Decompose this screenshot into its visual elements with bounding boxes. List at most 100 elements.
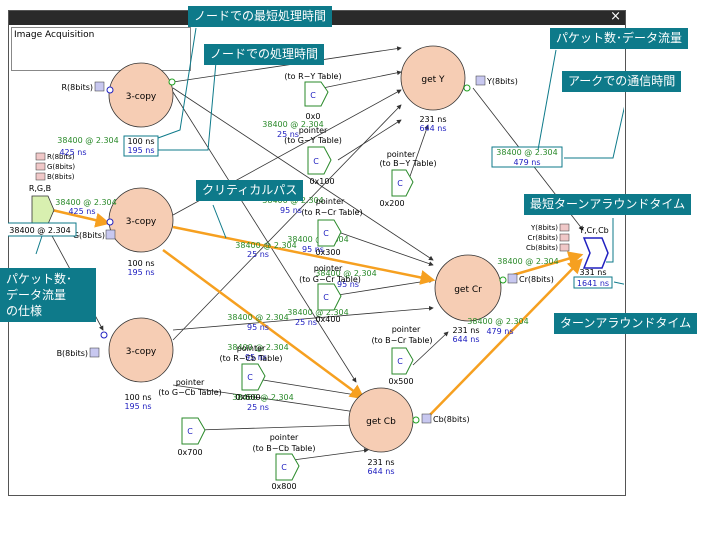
port-square-icon — [35, 152, 46, 161]
input-port-icon — [106, 86, 114, 94]
turnaround-box — [573, 276, 613, 289]
port-square-icon — [507, 273, 518, 284]
arc-time: 25 ns — [247, 403, 269, 412]
callout-turnaround: ターンアラウンドタイム — [554, 313, 698, 334]
source-spec: 38400 @ 2.304 — [9, 226, 70, 235]
const-glyph: C — [397, 357, 403, 366]
node-3copy-2[interactable]: 3-copy — [106, 187, 174, 253]
const-icon — [317, 283, 342, 311]
node-label: 3-copy — [126, 347, 157, 357]
arc-spec: 38400 @ 2.304 — [262, 120, 323, 129]
node-label: get Cb — [366, 417, 396, 427]
output-port-icon — [463, 84, 471, 92]
const-icon — [307, 146, 332, 175]
arc-spec: 38400 @ 2.304 — [496, 148, 557, 157]
arc-time: 95 ns — [247, 323, 269, 332]
node-get-cr[interactable]: get Cr — [434, 254, 507, 322]
const-glyph: C — [323, 229, 329, 238]
port-label: Cb(8bits) — [433, 415, 470, 424]
const-label: (to G−Y Table) — [284, 136, 342, 145]
const-glyph: C — [247, 373, 253, 382]
const-node-c3[interactable]: pointer (to B−Y Table) C 0x200 — [379, 150, 436, 208]
const-icon — [304, 81, 329, 107]
arc-spec: 38400 @ 2.304 — [467, 317, 528, 326]
callout-packet-flow: パケット数･データ流量 — [550, 28, 689, 49]
const-label: pointer — [299, 126, 328, 135]
const-node-c2[interactable]: pointer (to G−Y Table) C 0x100 — [284, 126, 342, 186]
arc-time: 95 ns — [302, 245, 324, 254]
node-3copy-1[interactable]: 3-copy — [106, 62, 176, 128]
sink-node[interactable]: Y(8bits) Cr(8bits) Cb(8bits) Y,Cr,Cb 331… — [497, 223, 613, 289]
const-glyph: C — [323, 293, 329, 302]
const-label: pointer — [237, 344, 266, 353]
node-3copy-3[interactable]: 3-copy — [100, 317, 174, 383]
node-time: 644 ns — [367, 467, 394, 476]
port-square-icon — [559, 233, 570, 242]
node-label: get Cr — [454, 285, 482, 295]
const-label: (to R−Y Table) — [284, 72, 341, 81]
const-label: pointer — [314, 264, 343, 273]
node-time: 195 ns — [127, 146, 154, 155]
node-label: 3-copy — [126, 92, 157, 102]
const-label: (to G−Cr Table) — [299, 275, 361, 284]
callout-leaders — [35, 27, 624, 285]
const-label: (to B−Cb Table) — [253, 444, 316, 453]
node-time: 100 ns — [127, 259, 154, 268]
arc-spec: 38400 @ 2.304 — [497, 257, 558, 266]
const-value: 0x700 — [177, 448, 202, 457]
node-get-y[interactable]: get Y — [400, 45, 471, 111]
arc-time: 95 ns — [337, 280, 359, 289]
const-node-c5[interactable]: pointer (to G−Cr Table) C 0x400 — [299, 264, 361, 324]
port-square-icon — [421, 413, 432, 424]
const-glyph: C — [313, 157, 319, 166]
arc-time: 479 ns — [513, 158, 540, 167]
port-square-icon — [559, 223, 570, 232]
close-icon[interactable]: × — [610, 9, 621, 24]
const-label: (to G−Cb Table) — [158, 388, 222, 397]
source-node[interactable]: R(8bits) G(8bits) B(8bits) R,G,B 38400 @… — [8, 152, 77, 237]
const-value: 0x600 — [235, 393, 260, 402]
input-port-icon — [100, 331, 108, 339]
input-port-icon — [106, 218, 114, 226]
const-label: pointer — [316, 197, 345, 206]
port-label: B(8bits) — [57, 349, 88, 358]
const-label: pointer — [392, 325, 421, 334]
const-node-c7[interactable]: pointer (to R−Cb Table) C 0x600 — [220, 344, 283, 402]
const-node-c6[interactable]: pointer (to B−Cr Table) C 0x500 — [371, 325, 432, 386]
arc-time: 25 ns — [295, 318, 317, 327]
const-label: pointer — [387, 150, 416, 159]
node-time: 100 ns — [124, 393, 151, 402]
arc-spec: 38400 @ 2.304 — [315, 269, 376, 278]
arc-time: 95 ns — [245, 353, 267, 362]
const-glyph: C — [187, 427, 193, 436]
const-icon — [391, 169, 414, 197]
port-square-icon — [89, 347, 100, 358]
port-label: R(8bits) — [47, 153, 75, 161]
node-get-cb[interactable]: get Cb — [348, 387, 420, 453]
port-square-icon — [35, 162, 46, 171]
const-node-c9[interactable]: pointer (to B−Cb Table) C 0x800 — [253, 433, 316, 491]
callout-line: データ流量 — [6, 288, 67, 302]
source-icon — [31, 195, 55, 225]
arc-spec: 38400 @ 2.304 — [287, 308, 348, 317]
const-node-c8[interactable]: pointer (to G−Cb Table) C 0x700 — [158, 378, 222, 457]
callout-line: の仕様 — [6, 304, 43, 318]
sink-time: 1641 ns — [577, 279, 609, 288]
const-node-c4[interactable]: pointer (to R−Cr Table) C 0x300 — [301, 197, 362, 257]
source-name: R,G,B — [29, 184, 51, 193]
port-label: Cr(8bits) — [528, 234, 559, 242]
const-icon — [275, 453, 300, 481]
callout-node-time: ノードでの処理時間 — [204, 44, 325, 65]
sink-time: 331 ns — [579, 268, 606, 277]
node-time: 231 ns — [419, 115, 446, 124]
const-label: (to B−Cr Table) — [371, 336, 432, 345]
const-icon — [181, 417, 206, 445]
node-time: 231 ns — [367, 458, 394, 467]
callout-packet-spec: パケット数･ データ流量 の仕様 — [0, 268, 96, 322]
port-label: Cb(8bits) — [526, 244, 558, 252]
node-time-box — [123, 135, 159, 157]
const-value: 0x100 — [309, 177, 334, 186]
const-node-c1[interactable]: (to R−Y Table) C 0x0 — [284, 72, 341, 121]
arc-time: 479 ns — [486, 327, 513, 336]
port-label: Y(8bits) — [486, 77, 518, 86]
